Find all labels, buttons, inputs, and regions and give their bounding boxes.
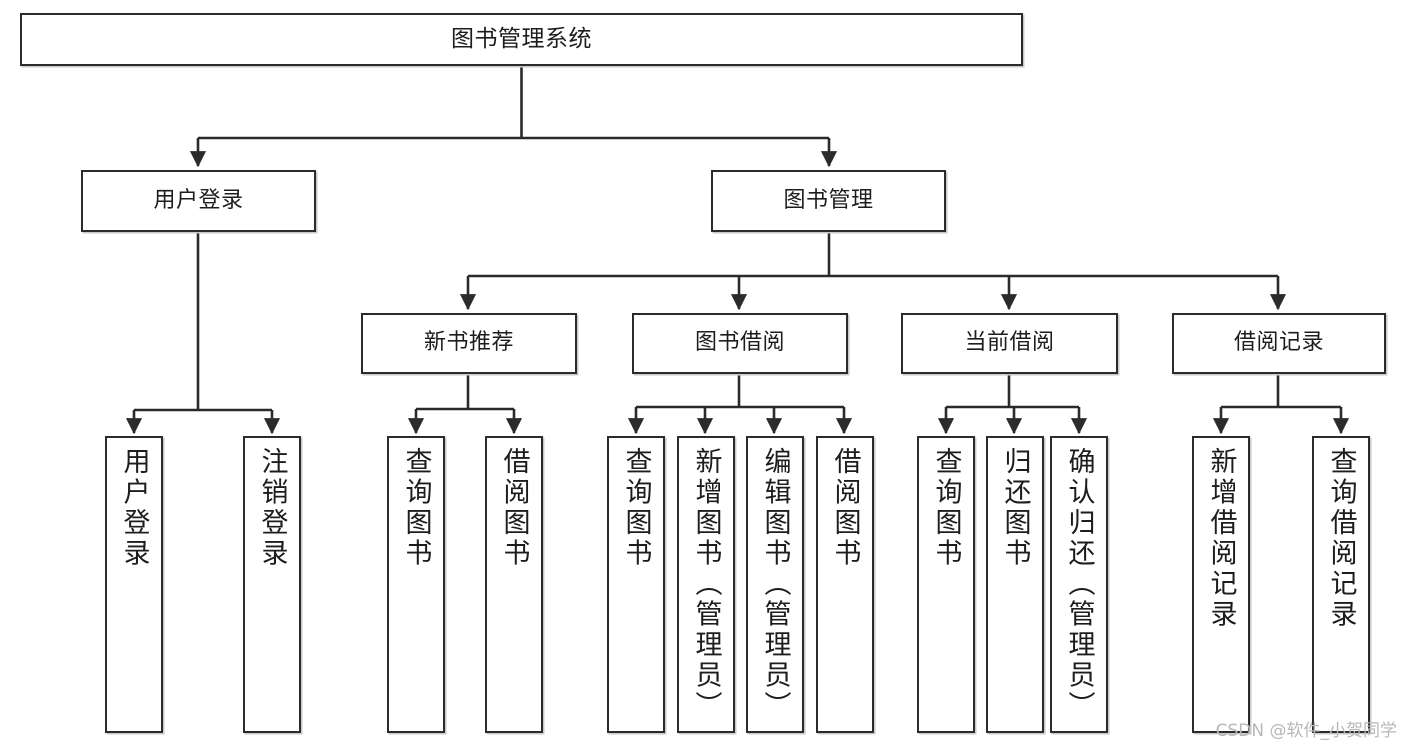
node-label: 查询图书 — [930, 447, 962, 569]
leaf-confirm-return-admin[interactable]: 确认归还（管理员） — [1050, 436, 1108, 733]
node-current-borrowing[interactable]: 当前借阅 — [901, 313, 1118, 374]
leaf-logout[interactable]: 注销登录 — [243, 436, 301, 733]
leaf-add-borrow-record[interactable]: 新增借阅记录 — [1192, 436, 1250, 733]
node-book-borrowing[interactable]: 图书借阅 — [632, 313, 848, 374]
node-book-management[interactable]: 图书管理 — [711, 170, 946, 232]
node-label: 查询图书 — [400, 447, 432, 569]
node-label: 图书管理 — [783, 187, 874, 213]
node-label: 查询借阅记录 — [1325, 447, 1357, 630]
leaf-return-book[interactable]: 归还图书 — [986, 436, 1044, 733]
node-label: 新书推荐 — [423, 330, 514, 356]
node-label: 当前借阅 — [964, 330, 1055, 356]
node-label: 借阅图书 — [498, 447, 530, 569]
node-label: 归还图书 — [999, 447, 1031, 569]
node-user-login[interactable]: 用户登录 — [81, 170, 316, 232]
node-label: 新增图书（管理员） — [690, 447, 722, 722]
leaf-search-book-new[interactable]: 查询图书 — [387, 436, 445, 733]
node-label: 查询图书 — [620, 447, 652, 569]
node-label: 编辑图书（管理员） — [759, 447, 791, 722]
leaf-borrow-book-new[interactable]: 借阅图书 — [485, 436, 543, 733]
node-root-book-management-system[interactable]: 图书管理系统 — [20, 13, 1023, 66]
node-label: 借阅图书 — [829, 447, 861, 569]
leaf-add-book-admin[interactable]: 新增图书（管理员） — [677, 436, 735, 733]
leaf-search-borrow-record[interactable]: 查询借阅记录 — [1312, 436, 1370, 733]
leaf-borrow-book[interactable]: 借阅图书 — [816, 436, 874, 733]
leaf-user-login[interactable]: 用户登录 — [105, 436, 163, 733]
node-new-book-recommendation[interactable]: 新书推荐 — [361, 313, 577, 374]
node-label: 用户登录 — [118, 447, 150, 569]
node-label: 新增借阅记录 — [1205, 447, 1237, 630]
node-label: 图书管理系统 — [451, 25, 592, 52]
leaf-edit-book-admin[interactable]: 编辑图书（管理员） — [746, 436, 804, 733]
leaf-search-book-current[interactable]: 查询图书 — [917, 436, 975, 733]
node-borrowing-records[interactable]: 借阅记录 — [1172, 313, 1386, 374]
node-label: 确认归还（管理员） — [1063, 447, 1095, 722]
node-label: 用户登录 — [153, 187, 244, 213]
node-label: 注销登录 — [256, 447, 288, 569]
leaf-search-book-borrow[interactable]: 查询图书 — [607, 436, 665, 733]
node-label: 借阅记录 — [1233, 330, 1324, 356]
node-label: 图书借阅 — [694, 330, 785, 356]
